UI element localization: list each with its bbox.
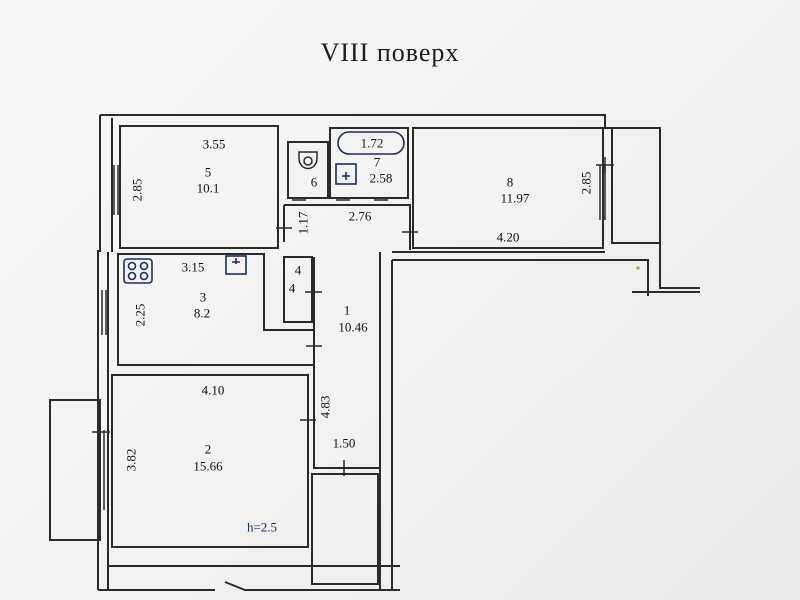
room-6-number: 6	[310, 174, 318, 190]
door-marker-1	[276, 220, 292, 236]
room-2-number: 2	[204, 441, 212, 457]
room-6-outline	[287, 141, 329, 199]
bottom-wall	[98, 565, 400, 591]
room-3-area: 8.2	[193, 305, 211, 321]
room-4-number: 4	[294, 262, 302, 278]
room-3-depth: 2.25	[132, 303, 148, 327]
room-7-area: 2.58	[369, 170, 393, 186]
kitchen-sink-icon	[225, 255, 247, 275]
room-3-width: 3.15	[181, 259, 205, 275]
room-8-width: 4.20	[496, 229, 520, 245]
left-balcony-outline	[49, 399, 101, 541]
toilet-icon	[298, 151, 318, 170]
marker-dot	[636, 266, 640, 270]
room-1-width: 1.50	[332, 435, 356, 451]
room-2-area: 15.66	[193, 458, 223, 474]
ceiling-height: h=2.5	[246, 519, 278, 535]
door-marker-7	[596, 157, 614, 173]
room-2-depth: 3.82	[123, 448, 139, 472]
stair-cell-outline	[311, 473, 379, 585]
room-3-number: 3	[199, 289, 207, 305]
window-room-2	[99, 430, 105, 510]
stove-icon	[123, 258, 153, 284]
window-room-8	[599, 165, 606, 220]
room-2-outline	[111, 374, 309, 548]
room-8-depth: 2.85	[578, 171, 594, 195]
room-1-number: 1	[343, 302, 351, 318]
room-2-width: 4.10	[201, 382, 225, 398]
room-5-number: 5	[204, 164, 212, 180]
room-8-number: 8	[506, 174, 514, 190]
window-room-5	[113, 165, 119, 215]
pantry-4-outline	[283, 256, 313, 323]
room-1-area: 10.46	[338, 319, 368, 335]
corridor-width-dim: 1.17	[295, 211, 311, 235]
room-7-number: 7	[373, 154, 381, 170]
door-marker-4	[300, 412, 316, 428]
corridor-right-wall	[379, 252, 393, 590]
room-5-depth: 2.85	[129, 178, 145, 202]
balcony-outline	[611, 127, 661, 244]
door-marker-3	[306, 338, 322, 354]
room-5-area: 10.1	[196, 180, 220, 196]
room-5-width: 3.55	[202, 136, 226, 152]
door-marker-5	[336, 460, 352, 476]
inner-horizontal-wall	[392, 251, 649, 296]
room-1-outline	[313, 257, 380, 469]
room-7-outline	[329, 127, 409, 199]
room-7-tub-length: 1.72	[360, 135, 384, 151]
door-marker-8	[305, 284, 322, 300]
door-marker-2	[402, 224, 418, 240]
room-1-length: 4.83	[317, 395, 333, 419]
bathtub-icon	[337, 131, 405, 155]
room-8-area: 11.97	[500, 190, 530, 206]
room-8-outline	[412, 127, 604, 249]
door-marker-6	[92, 424, 110, 440]
outer-wall-left	[99, 115, 113, 252]
window-room-3	[101, 290, 107, 335]
washbasin-icon	[335, 163, 357, 185]
corridor-length-dim: 2.76	[348, 208, 372, 224]
outer-wall-lower-left	[97, 250, 109, 590]
floor-title: VIII поверх	[320, 38, 460, 67]
room-4-area: 4	[288, 280, 296, 296]
room-5-outline	[119, 125, 279, 249]
